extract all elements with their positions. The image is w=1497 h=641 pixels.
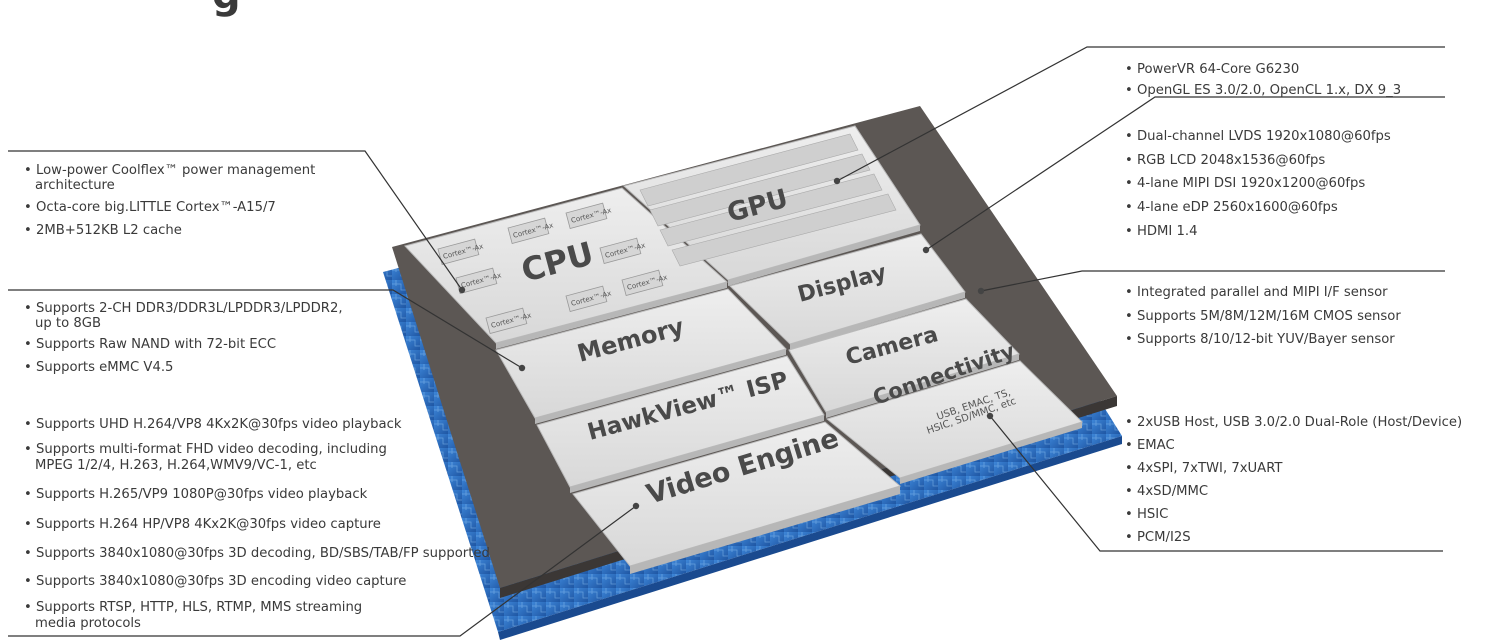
annotation-line: • Supports 5M/8M/12M/16M CMOS sensor	[1125, 309, 1401, 324]
annotation-line: • HSIC	[1125, 507, 1168, 522]
annotation-line: • 2MB+512KB L2 cache	[24, 223, 182, 238]
leader-video-dot	[632, 502, 640, 510]
annotation-line: • Supports Raw NAND with 72-bit ECC	[24, 337, 276, 352]
annotation-gpu: • PowerVR 64-Core G6230 • OpenGL ES 3.0/…	[1125, 62, 1401, 98]
leader-gpu	[836, 46, 1445, 182]
leader-display-dot	[922, 246, 930, 254]
annotation-memory: • Supports 2-CH DDR3/DDR3L/LPDDR3/LPDDR2…	[24, 301, 343, 375]
annotation-line: media protocols	[35, 616, 141, 631]
leader-video	[8, 505, 637, 637]
block-isp	[536, 355, 825, 493]
annotation-line: • Integrated parallel and MIPI I/F senso…	[1125, 285, 1388, 300]
annotation-line: • Supports multi-format FHD video decodi…	[24, 442, 387, 457]
block-connectivity	[825, 360, 1083, 484]
block-cpu	[404, 187, 729, 349]
annotation-line: • Supports 2-CH DDR3/DDR3L/LPDDR3/LPDDR2…	[24, 301, 343, 316]
annotation-video: • Supports UHD H.264/VP8 4Kx2K@30fps vid…	[24, 417, 490, 631]
annotation-line: architecture	[35, 178, 115, 193]
annotation-line: • Octa-core big.LITTLE Cortex™-A15/7	[24, 200, 276, 215]
annotation-line: • RGB LCD 2048x1536@60fps	[1125, 153, 1325, 168]
annotation-line: • 4xSD/MMC	[1125, 484, 1208, 499]
annotation-line: • 4-lane MIPI DSI 1920x1200@60fps	[1125, 176, 1365, 191]
block-video-engine	[572, 421, 902, 574]
leader-lines	[8, 46, 1445, 637]
annotation-display: • Dual-channel LVDS 1920x1080@60fps • RG…	[1125, 129, 1391, 239]
annotation-line: • HDMI 1.4	[1125, 224, 1197, 239]
gpu-core-grid	[639, 133, 897, 267]
leader-camera-dot	[977, 287, 985, 295]
annotation-line: • Supports H.265/VP9 1080P@30fps video p…	[24, 487, 368, 502]
substrate-edge	[498, 436, 1122, 640]
leader-cpu	[8, 150, 463, 291]
annotation-line: • Supports H.264 HP/VP8 4Kx2K@30fps vide…	[24, 517, 381, 532]
annotation-line: • 2xUSB Host, USB 3.0/2.0 Dual-Role (Hos…	[1125, 415, 1462, 430]
annotation-line: • 4xSPI, 7xTWI, 7xUART	[1125, 461, 1283, 476]
leader-memory	[8, 289, 523, 369]
annotation-line: • Supports 8/10/12-bit YUV/Bayer sensor	[1125, 332, 1395, 347]
annotation-connectivity: • 2xUSB Host, USB 3.0/2.0 Dual-Role (Hos…	[1125, 415, 1462, 545]
block-memory	[495, 288, 787, 424]
leader-connectivity	[989, 415, 1443, 552]
annotation-line: • Supports RTSP, HTTP, HLS, RTMP, MMS st…	[24, 600, 362, 615]
annotation-camera: • Integrated parallel and MIPI I/F senso…	[1125, 285, 1401, 347]
annotation-line: • Dual-channel LVDS 1920x1080@60fps	[1125, 129, 1391, 144]
annotation-line: • Supports 3840x1080@30fps 3D decoding, …	[24, 546, 490, 561]
leader-camera	[980, 270, 1445, 292]
annotation-line: • OpenGL ES 3.0/2.0, OpenCL 1.x, DX 9_3	[1125, 83, 1401, 98]
heading-fragment: g	[212, 0, 241, 18]
annotation-line: • Supports 3840x1080@30fps 3D encoding v…	[24, 574, 406, 589]
block-gpu	[622, 125, 921, 286]
annotation-line: up to 8GB	[35, 316, 101, 331]
annotation-cpu: • Low-power Coolflex™ power management a…	[24, 163, 315, 238]
annotation-line: MPEG 1/2/4, H.263, H.264,WMV9/VC-1, etc	[35, 458, 317, 473]
annotation-line: • Low-power Coolflex™ power management	[24, 163, 315, 178]
annotation-line: • 4-lane eDP 2560x1600@60fps	[1125, 200, 1338, 215]
annotation-line: • EMAC	[1125, 438, 1175, 453]
leader-gpu-dot	[833, 177, 841, 185]
leader-memory-dot	[518, 364, 526, 372]
annotation-line: • Supports UHD H.264/VP8 4Kx2K@30fps vid…	[24, 417, 402, 432]
cpu-cores: Cortex™-Ax Cortex™-Ax Cortex™-Ax Cortex™…	[437, 202, 668, 334]
leader-connectivity-dot	[986, 412, 994, 420]
annotation-line: • Supports eMMC V4.5	[24, 360, 173, 375]
annotation-line: • PCM/I2S	[1125, 530, 1191, 545]
leader-cpu-dot	[458, 286, 466, 294]
block-camera	[788, 298, 1020, 418]
annotation-line: • PowerVR 64-Core G6230	[1125, 62, 1299, 77]
block-display	[729, 233, 966, 350]
leader-display	[925, 96, 1445, 251]
